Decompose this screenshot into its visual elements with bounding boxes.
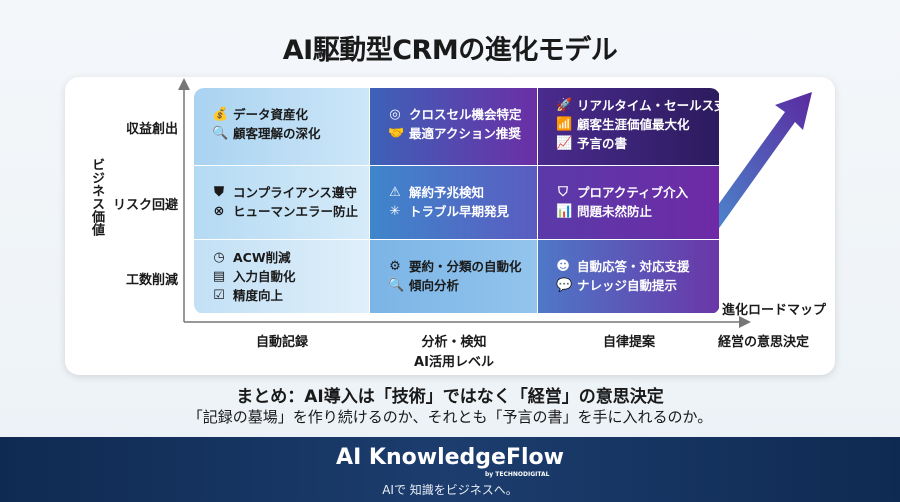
rocket-icon: 🚀 <box>556 98 573 113</box>
matrix-cell: 🚀 リアルタイム・セールス支援 📶 顧客生涯価値最大化 📈 予言の書 <box>538 88 720 165</box>
matrix-grid: 💰 データ資産化 🔍 顧客理解の深化 ◎ クロスセル機会特定 🤝 最適アクション推奨 🚀 リアルタ… <box>194 88 720 314</box>
cell-item: ⛉ プロアクティブ介入 <box>556 183 719 202</box>
cell-item: ✳ トラブル早期発見 <box>388 202 537 221</box>
cell-item-text: 要約・分類の自動化 <box>409 259 522 274</box>
money-bag-icon: 💰 <box>212 107 229 122</box>
cell-item-text: リアルタイム・セールス支援 <box>577 98 720 113</box>
cell-item-text: 入力自動化 <box>233 269 296 284</box>
cell-item-text: ヒューマンエラー防止 <box>233 204 359 219</box>
handshake-icon: 🤝 <box>388 126 405 141</box>
matrix-cell: 💰 データ資産化 🔍 顧客理解の深化 <box>194 88 369 165</box>
tagline: AIで 知識をビジネスへ。 <box>382 483 518 497</box>
cell-item: 📈 予言の書 <box>556 134 719 153</box>
roadmap-label: 進化ロードマップ <box>722 303 827 318</box>
gears-icon: ⚙ <box>389 259 401 274</box>
matrix-cell: ⛊ コンプライアンス遵守 ⊗ ヒューマンエラー防止 <box>194 166 369 239</box>
cell-item-text: 自動応答・対応支援 <box>577 259 690 274</box>
cell-item-text: ナレッジ自動提示 <box>577 278 678 293</box>
x-circle-icon: ⊗ <box>213 204 225 219</box>
cell-item: 💬 ナレッジ自動提示 <box>556 276 719 295</box>
matrix-cell: ⚙ 要約・分類の自動化 🔍 傾向分析 <box>370 240 537 313</box>
cell-item-text: 解約予兆検知 <box>409 185 485 200</box>
shield-check-icon: ⛊ <box>214 185 224 200</box>
clock-icon: ◷ <box>213 250 225 265</box>
cell-item-text: 予言の書 <box>577 136 628 151</box>
form-icon: ▤ <box>212 269 226 284</box>
page-title: AI駆動型CRMの進化モデル <box>282 35 618 66</box>
cell-item-text: 最適アクション推奨 <box>409 126 521 141</box>
cell-item-text: データ資産化 <box>233 107 309 122</box>
cell-item: ⚠ 解約予兆検知 <box>388 183 537 202</box>
network-icon: ✳ <box>389 204 401 219</box>
column-label: 分析・検知 <box>421 335 487 350</box>
x-axis-label: AI活用レベル <box>414 355 494 370</box>
cell-item: ◷ ACW削減 <box>212 248 369 267</box>
cell-item-text: 顧客理解の深化 <box>233 126 321 141</box>
row-label: 工数削減 <box>125 273 178 288</box>
book-chart-icon: 📈 <box>556 136 573 151</box>
cell-item: ▤ 入力自動化 <box>212 267 369 286</box>
summary-headline: まとめ：AI導入は「技術」ではなく「経営」の意思決定 <box>236 387 664 407</box>
cell-item-text: 精度向上 <box>233 288 284 303</box>
cell-item: ☑ 精度向上 <box>212 286 369 305</box>
bar-chart-icon: 📶 <box>556 117 573 132</box>
target-icon: ◎ <box>389 107 401 122</box>
cell-item: ⚙ 要約・分類の自動化 <box>388 257 537 276</box>
cell-item-text: 問題未然防止 <box>577 204 653 219</box>
summary-sub: 「記録の墓場」を作り続けるのか、それとも「予言の書」を手に入れるのか。 <box>187 408 713 426</box>
cell-item: ☻ 自動応答・対応支援 <box>556 257 719 276</box>
robot-icon: ☻ <box>556 259 570 274</box>
chat-icon: 💬 <box>556 278 573 293</box>
cell-item: ⛊ コンプライアンス遵守 <box>212 183 369 202</box>
footer: AI KnowledgeFlow by TECHNODIGITAL AIで 知識… <box>0 437 900 502</box>
cell-item: 📊 問題未然防止 <box>556 202 719 221</box>
cell-item-text: ACW削減 <box>233 250 291 265</box>
cell-item: 🚀 リアルタイム・セールス支援 <box>556 96 720 115</box>
cell-item: ◎ クロスセル機会特定 <box>388 105 537 124</box>
matrix-cell: ◎ クロスセル機会特定 🤝 最適アクション推奨 <box>370 88 537 165</box>
cell-item: ⊗ ヒューマンエラー防止 <box>212 202 369 221</box>
shield-icon: ⛉ <box>558 185 568 200</box>
cell-item-text: 傾向分析 <box>409 278 460 293</box>
brand-by: by TECHNODIGITAL <box>485 471 550 478</box>
cell-item: 🔍 傾向分析 <box>388 276 537 295</box>
cell-item-text: コンプライアンス遵守 <box>233 185 357 200</box>
x-axis-end-label: 経営の意思決定 <box>718 335 810 350</box>
matrix-cell: ◷ ACW削減 ▤ 入力自動化 ☑ 精度向上 <box>194 240 369 313</box>
y-axis-label: ビジネス価値 <box>89 158 104 236</box>
cell-item: 🤝 最適アクション推奨 <box>388 124 537 143</box>
cell-item: 🔍 顧客理解の深化 <box>212 124 369 143</box>
row-label: リスク回避 <box>112 198 178 213</box>
cell-item-text: 顧客生涯価値最大化 <box>577 117 690 132</box>
matrix-cell: ⚠ 解約予兆検知 ✳ トラブル早期発見 <box>370 166 537 239</box>
row-label: 収益創出 <box>125 122 178 137</box>
cell-item-text: クロスセル機会特定 <box>409 107 522 122</box>
chart-icon: 📊 <box>556 204 573 219</box>
column-label: 自動記録 <box>255 335 308 350</box>
search-icon: 🔍 <box>388 278 405 293</box>
checklist-icon: ☑ <box>213 288 225 303</box>
matrix-cell: ⛉ プロアクティブ介入 📊 問題未然防止 <box>538 166 719 239</box>
column-label: 自律提案 <box>602 335 655 350</box>
roadmap-arrow-icon <box>700 92 812 238</box>
cell-item: 💰 データ資産化 <box>212 105 369 124</box>
cell-item-text: プロアクティブ介入 <box>577 185 689 200</box>
brand-logo: AI KnowledgeFlow <box>336 445 564 470</box>
warning-icon: ⚠ <box>389 185 401 200</box>
search-icon: 🔍 <box>212 126 229 141</box>
cell-item-text: トラブル早期発見 <box>409 204 510 219</box>
matrix-cell: ☻ 自動応答・対応支援 💬 ナレッジ自動提示 <box>538 240 719 313</box>
cell-item: 📶 顧客生涯価値最大化 <box>556 115 719 134</box>
